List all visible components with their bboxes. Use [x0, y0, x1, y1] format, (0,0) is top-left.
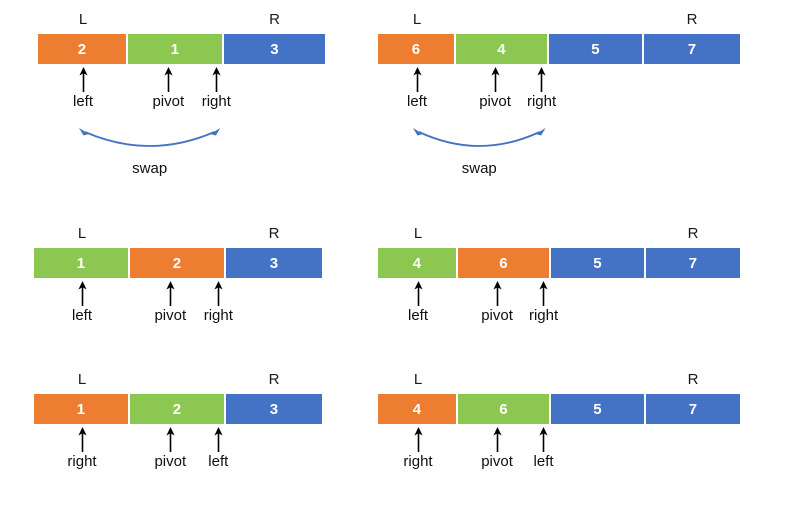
pointer-right: right: [188, 280, 248, 325]
up-arrow-icon: [53, 66, 113, 92]
swap-label: swap: [461, 160, 497, 177]
endcap-right-label: R: [269, 11, 280, 28]
array-cell[interactable]: 2: [38, 34, 128, 64]
pointer-pivot: pivot: [467, 426, 527, 471]
endcap-left-label: L: [77, 225, 87, 242]
pointer-pivot: pivot: [138, 66, 198, 111]
array-cell[interactable]: 7: [646, 394, 740, 424]
up-arrow-icon: [52, 426, 112, 452]
up-arrow-icon: [388, 426, 448, 452]
pointer-label: right: [67, 453, 97, 470]
pointer-label: pivot: [481, 307, 513, 324]
array-cell[interactable]: 5: [551, 248, 646, 278]
pointer-left: left: [52, 280, 112, 325]
pointer-label: right: [526, 93, 557, 110]
pointer-pivot: pivot: [140, 426, 200, 471]
swap-arc-icon: [412, 128, 546, 147]
pointer-left: left: [387, 66, 447, 111]
up-arrow-icon: [388, 280, 448, 306]
pointer-label: left: [407, 307, 428, 324]
up-arrow-icon: [140, 426, 200, 452]
endcap-right-label: R: [268, 371, 280, 388]
swap-label: swap: [132, 160, 168, 177]
array-cell[interactable]: 2: [130, 248, 226, 278]
up-arrow-icon: [140, 280, 200, 306]
up-arrow-icon: [186, 66, 246, 92]
pointer-pivot: pivot: [140, 280, 200, 325]
array-cell[interactable]: 7: [644, 34, 740, 64]
array-cell[interactable]: 4: [456, 34, 549, 64]
endcap-left-label: L: [78, 11, 88, 28]
array-cell[interactable]: 3: [226, 248, 322, 278]
up-arrow-icon: [188, 280, 248, 306]
pointer-left: left: [53, 66, 113, 111]
array-cell[interactable]: 6: [458, 248, 551, 278]
pointer-right: right: [186, 66, 246, 111]
pointer-right: right: [52, 426, 112, 471]
endcap-left-label: L: [77, 371, 87, 388]
pointer-left: left: [188, 426, 248, 471]
array-cell[interactable]: 6: [458, 394, 551, 424]
array-cell[interactable]: 4: [378, 248, 458, 278]
array-cell[interactable]: 3: [226, 394, 322, 424]
pointer-label: right: [201, 93, 231, 110]
up-arrow-icon: [52, 280, 112, 306]
array-cell[interactable]: 4: [378, 394, 458, 424]
array-cell[interactable]: 5: [551, 394, 646, 424]
pointer-label: right: [403, 453, 433, 470]
up-arrow-icon: [467, 426, 527, 452]
endcap-right-label: R: [268, 225, 280, 242]
pointer-label: pivot: [479, 93, 511, 110]
pointer-label: left: [71, 307, 92, 324]
array-cell[interactable]: 1: [128, 34, 224, 64]
pointer-label: left: [72, 93, 93, 110]
pointer-left: left: [514, 426, 574, 471]
endcap-right-label: R: [687, 371, 699, 388]
pointer-label: pivot: [154, 453, 187, 470]
pointer-label: left: [533, 453, 554, 470]
swap-arc-icon: [78, 128, 221, 147]
up-arrow-icon: [465, 66, 525, 92]
pointer-right: right: [514, 280, 574, 325]
array-cell[interactable]: 5: [549, 34, 644, 64]
pointer-left: left: [388, 280, 448, 325]
pointer-label: right: [203, 307, 233, 324]
pointer-label: pivot: [154, 307, 187, 324]
swap-annotation: swap: [397, 122, 562, 177]
swap-annotation: swap: [63, 122, 236, 177]
pointer-label: pivot: [481, 453, 513, 470]
up-arrow-icon: [467, 280, 527, 306]
pointer-label: pivot: [152, 93, 185, 110]
up-arrow-icon: [514, 426, 574, 452]
array-cell[interactable]: 2: [130, 394, 226, 424]
up-arrow-icon: [514, 280, 574, 306]
up-arrow-icon: [512, 66, 572, 92]
endcap-right-label: R: [687, 225, 699, 242]
array-cell[interactable]: 1: [34, 248, 130, 278]
up-arrow-icon: [188, 426, 248, 452]
array-cell[interactable]: 7: [646, 248, 740, 278]
endcap-left-label: L: [413, 225, 423, 242]
pointer-pivot: pivot: [465, 66, 525, 111]
endcap-left-label: L: [413, 371, 423, 388]
pointer-right: right: [512, 66, 572, 111]
up-arrow-icon: [138, 66, 198, 92]
pointer-label: right: [528, 307, 559, 324]
endcap-right-label: R: [686, 11, 698, 28]
array-cell[interactable]: 1: [34, 394, 130, 424]
array-cell[interactable]: 6: [378, 34, 456, 64]
endcap-left-label: L: [412, 11, 422, 28]
up-arrow-icon: [387, 66, 447, 92]
pointer-pivot: pivot: [467, 280, 527, 325]
pointer-label: left: [406, 93, 427, 110]
array-cell[interactable]: 3: [224, 34, 325, 64]
pointer-label: left: [208, 453, 229, 470]
pointer-right: right: [388, 426, 448, 471]
